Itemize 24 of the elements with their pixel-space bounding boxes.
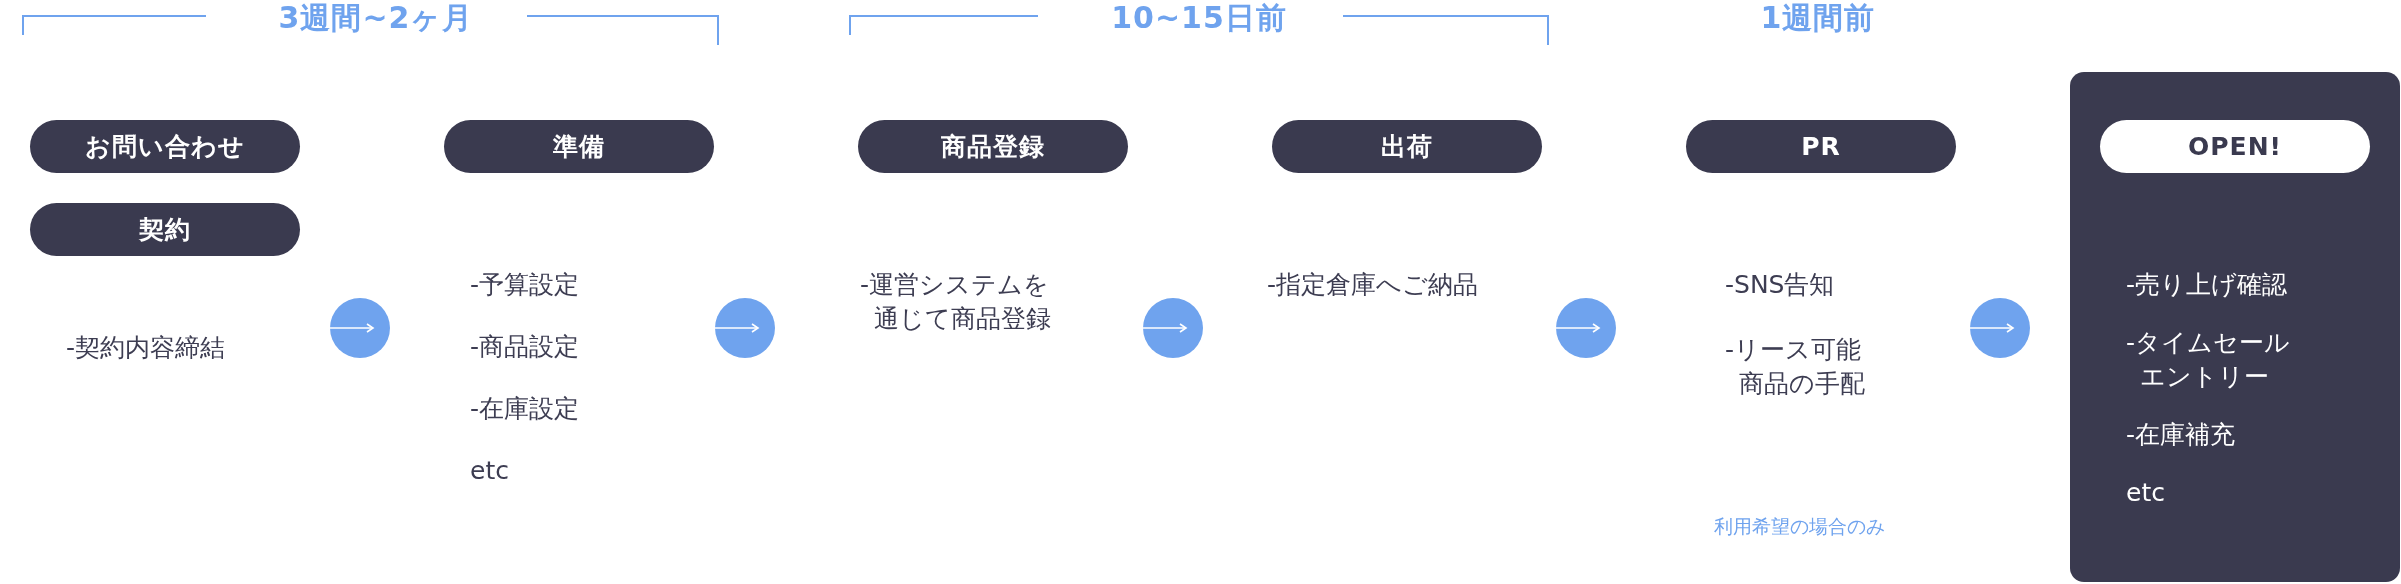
step-pill: お問い合わせ — [30, 120, 300, 173]
task-text: -予算設定 — [470, 269, 580, 301]
task-text: -SNS告知 — [1725, 269, 1836, 301]
task-text: etc — [470, 455, 509, 487]
period-label: 10~15日前 — [1111, 0, 1287, 37]
task-text: -運営システムを通じて商品登録 — [860, 269, 1052, 335]
task-text: -売り上げ確認 — [2126, 269, 2289, 301]
task-text: -タイムセールエントリー — [2126, 327, 2292, 393]
step-pill: OPEN! — [2100, 120, 2370, 173]
note-text: 利用希望の場合のみ — [1714, 514, 1885, 539]
step-pill: 商品登録 — [858, 120, 1128, 173]
task-text: -契約内容締結 — [66, 332, 226, 364]
step-pill: 出荷 — [1272, 120, 1542, 173]
task-text: -商品設定 — [470, 331, 580, 363]
task-text: -在庫補充 — [2126, 419, 2237, 451]
task-text: -在庫設定 — [470, 393, 580, 425]
period-label: 3週間~2ヶ月 — [278, 0, 474, 37]
task-text: -リース可能商品の手配 — [1725, 334, 1866, 400]
period-label: 1週間前 — [1760, 0, 1876, 37]
step-pill: PR — [1686, 120, 1956, 173]
task-text: etc — [2126, 477, 2166, 509]
task-text: -指定倉庫へご納品 — [1267, 269, 1479, 301]
step-pill: 準備 — [444, 120, 714, 173]
step-pill: 契約 — [30, 203, 300, 256]
